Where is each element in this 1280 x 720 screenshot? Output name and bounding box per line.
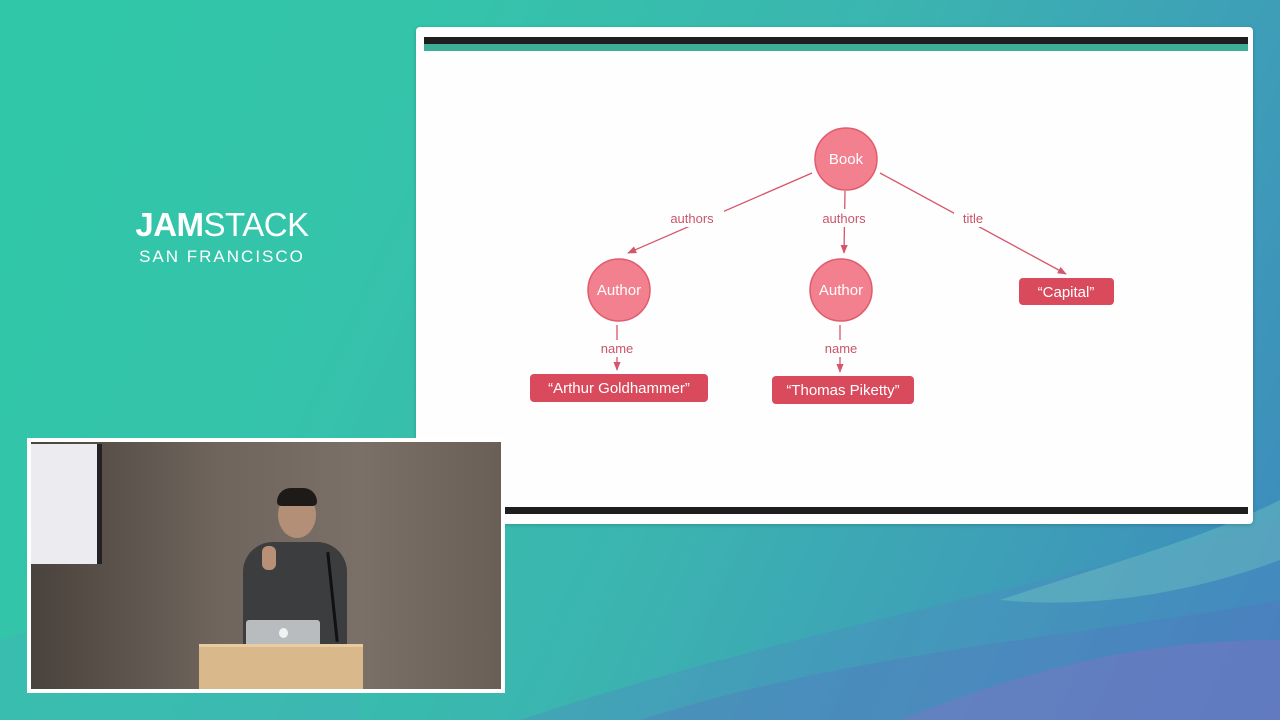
jamstack-wordmark-bold: JAM (135, 206, 204, 243)
edge-label-authors-2: authors (822, 211, 866, 226)
node-author-1: Author (587, 258, 651, 322)
value-thomas-piketty: “Thomas Piketty” (772, 376, 914, 404)
speaker-hand (262, 546, 276, 570)
edge-label-name-1: name (601, 341, 634, 356)
graph-diagram: authors authors title name name Book Aut… (530, 127, 1114, 404)
value-capital: “Capital” (1019, 278, 1114, 305)
node-book-label: Book (829, 151, 864, 168)
slide-header-bar (424, 37, 1248, 51)
speaker-video-frame (31, 442, 501, 689)
slide-footer-bar (424, 507, 1248, 514)
node-author-2: Author (809, 258, 873, 322)
node-author-2-label: Author (819, 282, 863, 299)
value-arthur-goldhammer-label: “Arthur Goldhammer” (548, 380, 690, 397)
node-author-1-label: Author (597, 282, 641, 299)
projector-screen (31, 444, 102, 564)
podium (199, 644, 363, 689)
speaker-video (27, 438, 505, 693)
jamstack-logo: JAMSTACK SAN FRANCISCO (132, 206, 312, 268)
edge-label-authors-1: authors (670, 211, 714, 226)
edge-label-name-2: name (825, 341, 858, 356)
jamstack-city: SAN FRANCISCO (139, 247, 305, 266)
value-capital-label: “Capital” (1038, 284, 1095, 301)
node-book: Book (814, 127, 878, 191)
presentation-slide: authors authors title name name Book Aut… (416, 27, 1253, 524)
jamstack-wordmark: JAMSTACK (132, 206, 312, 244)
jamstack-wordmark-light: STACK (203, 206, 310, 243)
value-arthur-goldhammer: “Arthur Goldhammer” (530, 374, 708, 402)
apple-logo-icon (279, 628, 288, 638)
value-thomas-piketty-label: “Thomas Piketty” (786, 382, 899, 399)
edge-label-title: title (963, 211, 983, 226)
speaker-hair (277, 488, 317, 506)
laptop (246, 620, 320, 648)
